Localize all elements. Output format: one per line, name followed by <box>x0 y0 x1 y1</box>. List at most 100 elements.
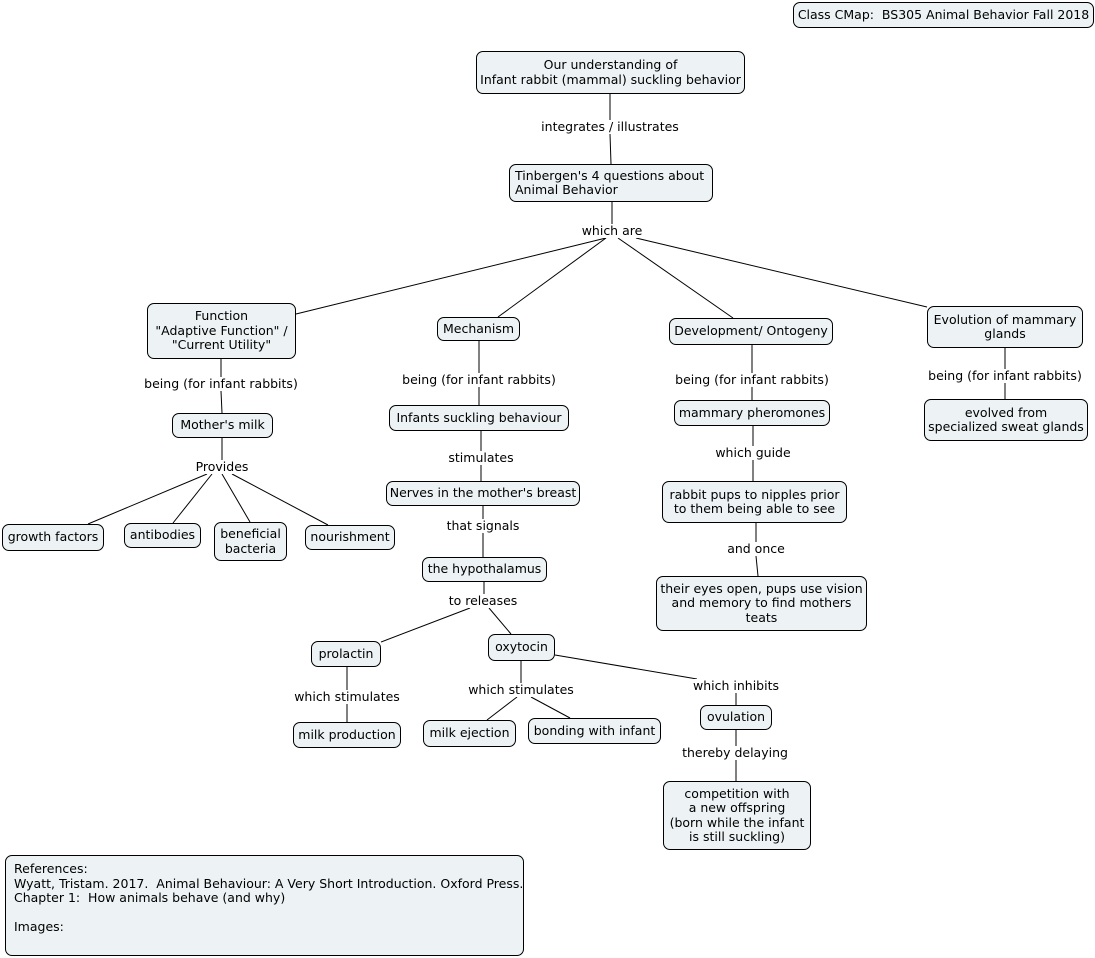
linking-phrase-provides: Provides <box>194 459 250 474</box>
node-text-line: bonding with infant <box>533 722 656 738</box>
node-text-line: bacteria <box>224 540 277 556</box>
reference-line: Wyatt, Tristam. 2017. Animal Behaviour: … <box>14 875 524 891</box>
reference-line: References: <box>14 861 88 876</box>
linking-phrase-being-mechanism: being (for infant rabbits) <box>401 372 557 387</box>
node-text-line: evolved from <box>964 404 1048 420</box>
references-box: References:Wyatt, Tristam. 2017. Animal … <box>5 855 524 956</box>
node-text-line: a new offspring <box>688 800 786 815</box>
connector-line <box>220 390 223 414</box>
node-text-line: teats <box>745 609 778 625</box>
node-text-line: Function <box>194 308 249 324</box>
node-text-line: milk production <box>298 726 396 742</box>
node-text-line: glands <box>984 326 1026 341</box>
reference-line: Images: <box>14 919 64 934</box>
concept-node-nerves: Nerves in the mother's breast <box>386 481 580 506</box>
node-text-line: milk ejection <box>429 725 510 741</box>
linking-phrase-which-are: which are <box>580 223 644 238</box>
node-text-line: rabbit pups to nipples prior <box>669 486 840 502</box>
connector-line <box>295 237 607 315</box>
linking-phrase-to-releases: to releases <box>447 593 519 608</box>
node-text-line: Animal Behavior <box>515 182 618 197</box>
concept-node-prolactin: prolactin <box>311 641 381 667</box>
node-text-line: competition with <box>684 785 790 801</box>
linking-phrase-and-once: and once <box>726 541 786 556</box>
connector-line <box>380 607 471 643</box>
concept-node-growth-factors: growth factors <box>2 524 104 551</box>
concept-node-milk-production: milk production <box>293 722 401 748</box>
connector-line <box>530 696 571 719</box>
node-text-line: (born while the infant <box>669 814 805 830</box>
linking-phrase-which-inhibits: which inhibits <box>692 678 780 693</box>
node-text-line: Infant rabbit (mammal) suckling behavior <box>480 71 741 87</box>
connector-line <box>486 696 518 721</box>
node-text-line: is still suckling) <box>689 829 785 844</box>
connector-line <box>172 473 213 524</box>
node-text-line: Class CMap: BS305 Animal Behavior Fall 2… <box>797 6 1090 22</box>
concept-node-milk-ejection: milk ejection <box>423 720 516 747</box>
linking-phrase-thereby-delaying: thereby delaying <box>681 745 789 760</box>
reference-line <box>14 906 515 921</box>
connector-line <box>609 133 612 165</box>
concept-node-mechanism: Mechanism <box>437 317 520 341</box>
linking-phrase-which-guide: which guide <box>714 445 792 460</box>
node-text-line: oxytocin <box>495 639 548 655</box>
node-text-line: "Current Utility" <box>171 337 272 353</box>
linking-phrase-being-development: being (for infant rabbits) <box>674 372 830 387</box>
concept-node-mothers-milk: Mother's milk <box>172 413 273 438</box>
node-text-line: specialized sweat glands <box>928 419 1084 434</box>
concept-node-development: Development/ Ontogeny <box>669 318 833 345</box>
class-title-box: Class CMap: BS305 Animal Behavior Fall 2… <box>793 2 1094 28</box>
node-text-line: the hypothalamus <box>427 561 542 577</box>
connector-line <box>231 473 329 526</box>
node-text-line: Nerves in the mother's breast <box>389 485 577 501</box>
node-text-line: and memory to find mothers <box>671 595 852 611</box>
node-text-line: nourishment <box>310 529 390 545</box>
connector-line <box>497 237 607 318</box>
node-text-line: Evolution of mammary <box>933 311 1077 327</box>
linking-phrase-which-stimulates-oxytocin: which stimulates <box>467 682 575 697</box>
node-text-line: prolactin <box>318 645 374 661</box>
connector-line <box>617 237 734 319</box>
node-text-line: Tinbergen's 4 questions about <box>515 167 705 183</box>
node-text-line: Mechanism <box>443 320 515 336</box>
node-text-line: Development/ Ontogeny <box>674 323 828 339</box>
node-text-line: Our understanding of <box>543 57 678 72</box>
concept-node-infants-suckling: Infants suckling behaviour <box>389 405 569 431</box>
node-text-line: their eyes open, pups use vision <box>660 580 863 596</box>
reference-line: Chapter 1: How animals behave (and why) <box>14 890 286 905</box>
node-text-line: beneficial <box>220 526 281 541</box>
linking-phrase-being-evolution: being (for infant rabbits) <box>927 368 1083 383</box>
connector-line <box>221 473 251 523</box>
concept-node-oxytocin: oxytocin <box>488 634 555 661</box>
concept-node-nourishment: nourishment <box>305 525 395 550</box>
connector-line <box>87 473 208 525</box>
concept-node-mammary-pheromones: mammary pheromones <box>674 400 830 426</box>
node-text-line: mammary pheromones <box>678 404 826 420</box>
linking-phrase-integrates: integrates / illustrates <box>540 119 680 134</box>
node-text-line: Infants suckling behaviour <box>396 409 562 425</box>
concept-node-function: Function"Adaptive Function" /"Current Ut… <box>147 303 296 359</box>
connector-line <box>488 607 512 635</box>
node-text-line: "Adaptive Function" / <box>155 322 288 338</box>
linking-phrase-stimulates: stimulates <box>447 450 515 465</box>
concept-node-ovulation: ovulation <box>700 705 772 730</box>
node-text-line: growth factors <box>7 529 99 545</box>
linking-phrase-that-signals: that signals <box>445 518 521 533</box>
node-text-line: Mother's milk <box>180 417 265 433</box>
concept-node-bonding: bonding with infant <box>528 718 661 744</box>
linking-phrase-which-stimulates-prolactin: which stimulates <box>293 689 401 704</box>
node-text-line: ovulation <box>706 709 766 725</box>
node-text-line: to them being able to see <box>673 501 836 516</box>
connector-line <box>755 555 759 577</box>
concept-node-hypothalamus: the hypothalamus <box>422 557 547 582</box>
concept-node-antibodies: antibodies <box>124 523 201 548</box>
